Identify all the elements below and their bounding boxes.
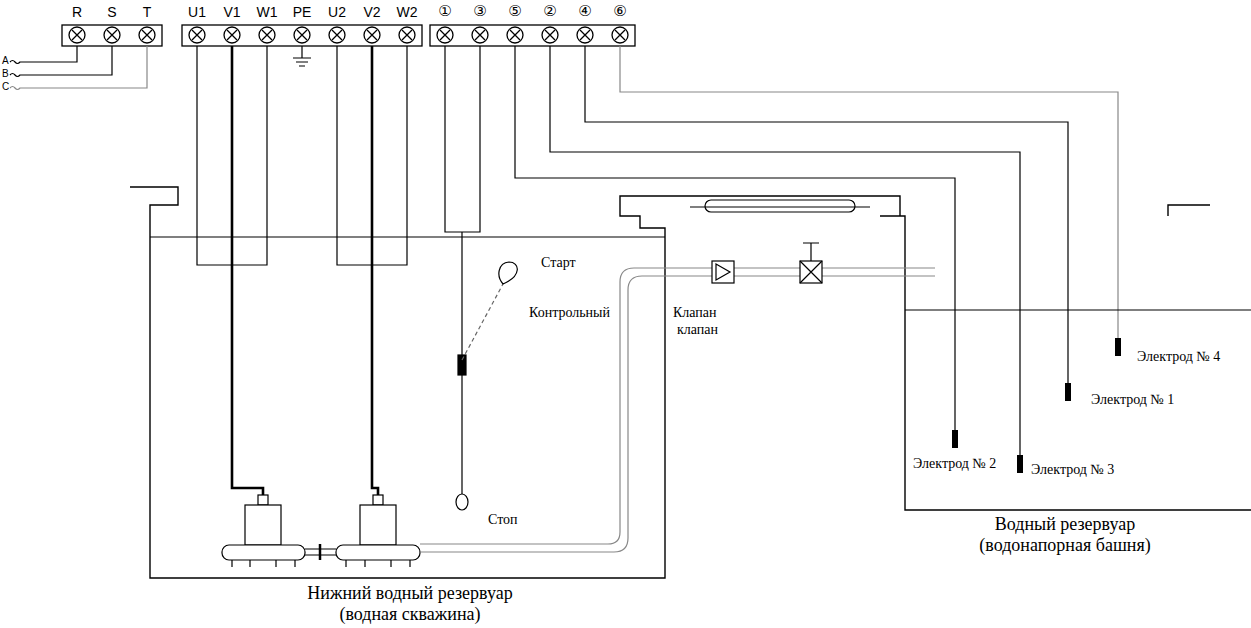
terminal-label: U1 <box>188 4 206 20</box>
electrode-label: Электрод № 2 <box>912 456 997 472</box>
terminal-label: R <box>72 4 82 20</box>
terminal-label: V2 <box>363 4 380 20</box>
pipe-joint <box>319 544 322 560</box>
supply-wire <box>10 46 147 90</box>
terminal-strip <box>182 25 422 46</box>
terminal-strip <box>62 25 162 46</box>
supply-wire <box>10 46 77 64</box>
reservoir-caption: Нижний водный резервуар (водная скважина… <box>304 583 515 624</box>
water-level <box>905 309 1251 310</box>
terminal-label: U2 <box>328 4 346 20</box>
phase-label: A <box>2 55 9 67</box>
motor-cable <box>232 46 263 495</box>
phase-label: B <box>2 68 9 80</box>
terminal-label: T <box>143 4 152 20</box>
float-swing <box>462 284 503 360</box>
water-level <box>150 236 665 237</box>
part-label: Клапан <box>672 305 718 321</box>
tank-outline <box>130 187 1251 578</box>
terminal-number: ⑥ <box>613 3 626 20</box>
terminal-number: ⑤ <box>508 3 521 20</box>
terminal-number: ③ <box>473 3 486 20</box>
electrode-wire <box>515 46 955 430</box>
tank-rim <box>1168 205 1210 216</box>
pump <box>336 495 420 567</box>
reservoir-caption: Водный резервуар (водонапорная башня) <box>976 514 1153 555</box>
terminal-number: ④ <box>578 3 591 20</box>
electrode-wire <box>585 46 1068 383</box>
pit-grate <box>705 200 855 212</box>
electrode-label: Электрод № 4 <box>1136 349 1221 365</box>
part-label: Контрольный <box>528 305 611 321</box>
motor-cable <box>372 46 378 495</box>
part-label: Старт <box>540 255 577 271</box>
terminal-label: PE <box>293 4 312 20</box>
float-stop <box>456 494 468 510</box>
gate-valve <box>800 243 822 283</box>
pipe <box>420 268 935 544</box>
reservoir: Нижний водный резервуар (водная скважина… <box>150 205 665 578</box>
terminal-label: S <box>107 4 116 20</box>
terminal-label: V1 <box>223 4 240 20</box>
ground-symbol <box>293 46 311 66</box>
float-cable <box>445 46 480 232</box>
terminal-screws <box>69 27 628 43</box>
supply-wire <box>10 46 112 77</box>
electrode-label: Электрод № 3 <box>1030 462 1115 478</box>
pit-grate <box>690 206 870 207</box>
terminal-label: W1 <box>257 4 278 20</box>
terminal-number: ② <box>543 3 556 20</box>
pipe <box>420 276 935 552</box>
float-start <box>499 262 517 284</box>
pump <box>222 495 305 567</box>
part-label: Стоп <box>487 512 519 528</box>
terminal-label: W2 <box>397 4 418 20</box>
terminal-number: ① <box>438 3 451 20</box>
part-label: клапан <box>676 322 719 338</box>
electrode-wire <box>620 46 1118 338</box>
electrode-label: Электрод № 1 <box>1090 392 1175 408</box>
terminal-strip <box>430 25 635 46</box>
phase-label: C <box>2 81 9 93</box>
check-valve <box>712 261 734 283</box>
float-weight <box>458 355 466 375</box>
